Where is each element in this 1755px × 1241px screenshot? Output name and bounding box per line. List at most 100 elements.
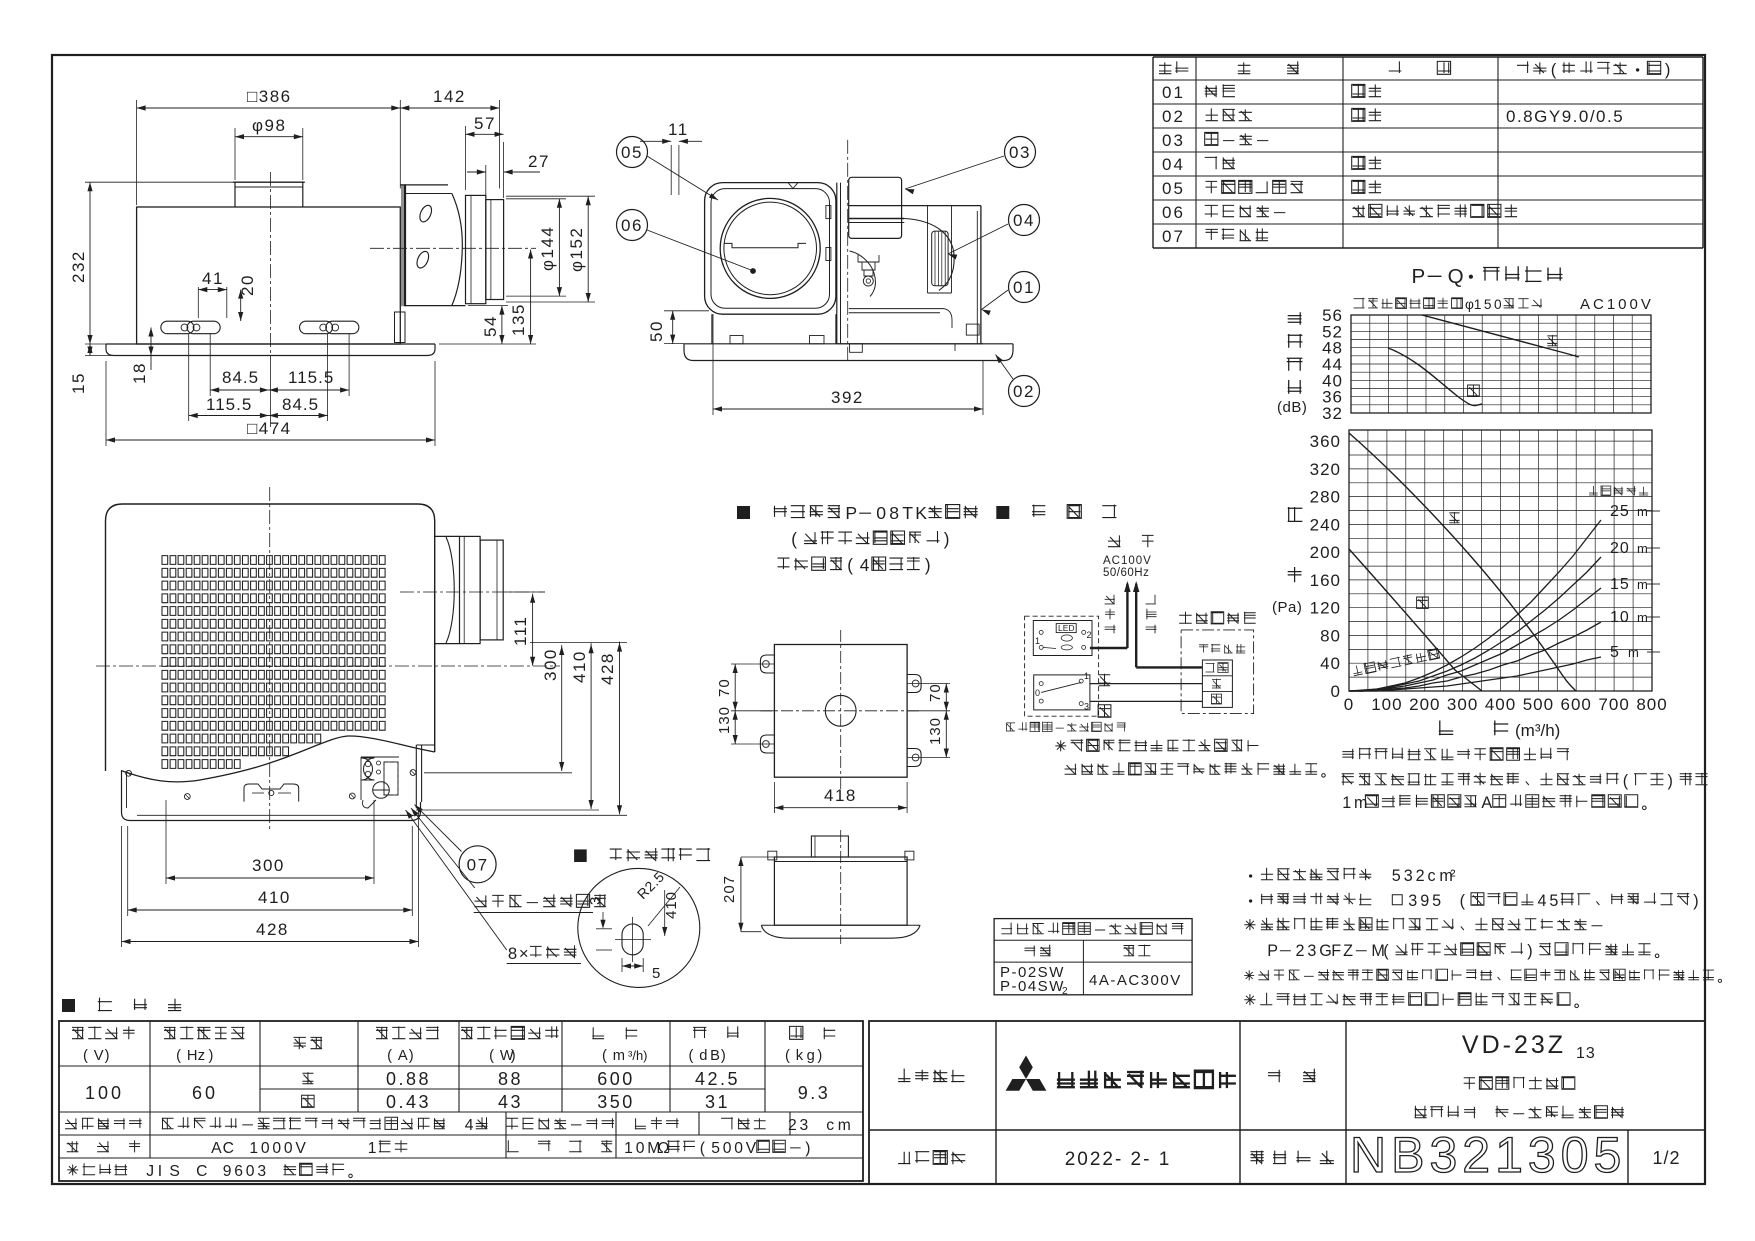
- svg-text:LED: LED: [1058, 623, 1075, 633]
- svg-text:142: 142: [433, 87, 466, 106]
- svg-text:²: ²: [1450, 867, 1456, 885]
- svg-text:300: 300: [541, 648, 560, 681]
- svg-text:k: k: [796, 1048, 804, 1064]
- svg-text:0.8GY9.0/0.5: 0.8GY9.0/0.5: [1506, 107, 1624, 126]
- svg-text:410: 410: [663, 891, 680, 919]
- svg-text:4A-AC300V: 4A-AC300V: [1089, 972, 1182, 989]
- svg-text:d: d: [699, 1048, 707, 1064]
- svg-text:50: 50: [647, 320, 666, 342]
- svg-text:1: 1: [1035, 636, 1040, 646]
- svg-text:(: (: [176, 1048, 181, 1064]
- svg-text:V: V: [94, 1048, 104, 1064]
- svg-text:15: 15: [1610, 576, 1630, 593]
- svg-text:6: 6: [234, 1163, 243, 1180]
- svg-text:410: 410: [258, 888, 291, 907]
- svg-text:50/60Hz: 50/60Hz: [1103, 567, 1149, 579]
- svg-text:360: 360: [1310, 432, 1341, 451]
- svg-text:P-04SW: P-04SW: [1000, 978, 1065, 995]
- svg-text:³/h): ³/h): [628, 1048, 648, 1063]
- svg-text:0: 0: [1035, 688, 1040, 698]
- svg-text:9: 9: [1420, 892, 1429, 910]
- svg-text:84.5: 84.5: [282, 395, 319, 414]
- svg-text:200: 200: [1310, 543, 1341, 562]
- svg-text:700: 700: [1598, 695, 1629, 714]
- svg-text:): ): [1693, 892, 1698, 910]
- svg-text:0: 0: [1344, 695, 1354, 714]
- svg-text:(: (: [489, 1048, 494, 1064]
- svg-text:100: 100: [1371, 695, 1402, 714]
- svg-text:): ): [409, 1048, 414, 1064]
- svg-text:): ): [511, 1048, 516, 1064]
- svg-text:52: 52: [1322, 322, 1343, 341]
- svg-text:54: 54: [481, 315, 500, 337]
- svg-text:05: 05: [1162, 179, 1185, 198]
- svg-text:07: 07: [467, 856, 489, 875]
- svg-text:): ): [817, 1048, 822, 1064]
- svg-text:3: 3: [257, 1163, 266, 1180]
- svg-text:1: 1: [1474, 297, 1482, 312]
- svg-text:232: 232: [69, 250, 88, 283]
- svg-text:A: A: [398, 1048, 408, 1064]
- svg-text:V: V: [295, 1140, 306, 1157]
- svg-text:3: 3: [1084, 702, 1089, 712]
- svg-text:): ): [1527, 942, 1532, 960]
- svg-text:(: (: [847, 555, 853, 575]
- svg-text:392: 392: [831, 388, 864, 407]
- svg-text:(: (: [791, 529, 797, 549]
- svg-text:0: 0: [284, 1140, 293, 1157]
- svg-text:2: 2: [1296, 942, 1305, 960]
- svg-text:P: P: [1412, 265, 1426, 288]
- svg-text:0: 0: [734, 1140, 743, 1157]
- svg-text:5: 5: [1610, 644, 1620, 661]
- svg-text:600: 600: [1561, 695, 1592, 714]
- svg-text:80: 80: [1320, 627, 1341, 646]
- svg-text:8: 8: [889, 503, 899, 523]
- svg-text:m: m: [1354, 794, 1367, 812]
- svg-text:m: m: [1637, 577, 1648, 592]
- svg-text:H: H: [187, 1048, 198, 1064]
- svg-text:70: 70: [927, 683, 944, 702]
- svg-text:130: 130: [716, 706, 733, 734]
- svg-text:02: 02: [1162, 107, 1185, 126]
- svg-text:B: B: [710, 1048, 720, 1064]
- svg-text:P: P: [1267, 942, 1278, 960]
- svg-text:5: 5: [711, 1140, 720, 1157]
- svg-text:5: 5: [1392, 867, 1401, 885]
- svg-text:04: 04: [1162, 155, 1185, 174]
- svg-text:44: 44: [1322, 355, 1343, 374]
- svg-text:0: 0: [1331, 682, 1341, 701]
- svg-text:06: 06: [621, 216, 643, 235]
- svg-text:J: J: [146, 1163, 154, 1180]
- svg-text:0: 0: [246, 1163, 255, 1180]
- svg-text:60: 60: [192, 1083, 218, 1103]
- svg-text:03: 03: [1162, 131, 1185, 150]
- svg-text:(: (: [387, 1048, 392, 1064]
- svg-text:2: 2: [1087, 630, 1092, 640]
- svg-text:G: G: [1319, 942, 1332, 960]
- svg-text:Q: Q: [1448, 265, 1464, 288]
- svg-text:(: (: [602, 1048, 607, 1064]
- svg-text:): ): [1668, 772, 1673, 790]
- svg-text:07: 07: [1162, 227, 1185, 246]
- svg-text:φ144: φ144: [538, 226, 557, 271]
- svg-text:g: g: [807, 1048, 815, 1064]
- svg-text:01: 01: [1013, 278, 1035, 297]
- svg-text:428: 428: [598, 652, 617, 685]
- svg-text:NB321305: NB321305: [1350, 1127, 1626, 1183]
- svg-text:m: m: [1628, 645, 1639, 660]
- svg-text:240: 240: [1310, 515, 1341, 534]
- svg-text:3: 3: [800, 1117, 809, 1134]
- svg-text:W: W: [500, 1048, 514, 1064]
- svg-text:(Pa): (Pa): [1272, 599, 1302, 616]
- svg-text:(: (: [1383, 942, 1389, 960]
- svg-text:207: 207: [721, 875, 738, 903]
- svg-text:(: (: [1551, 60, 1557, 79]
- svg-text:5: 5: [1484, 297, 1492, 312]
- svg-text:C: C: [223, 1140, 234, 1157]
- svg-text:3: 3: [1307, 942, 1316, 960]
- svg-text:AC100V: AC100V: [1103, 555, 1152, 567]
- svg-text:(: (: [83, 1048, 88, 1064]
- svg-text:φ: φ: [1465, 297, 1474, 312]
- svg-text:5: 5: [1432, 892, 1441, 910]
- svg-text:): ): [209, 1048, 214, 1064]
